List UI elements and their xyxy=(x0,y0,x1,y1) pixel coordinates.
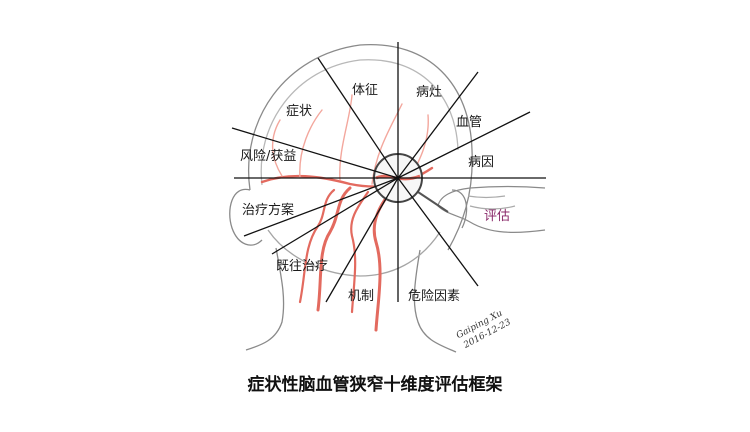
ray xyxy=(397,111,531,179)
signature: Gaiping Xu 2016-12-23 xyxy=(455,308,513,351)
neck-outline-right xyxy=(413,249,457,353)
ray xyxy=(317,57,399,179)
finger-lines xyxy=(467,195,516,210)
label-zhiliao-fangan: 治疗方案 xyxy=(242,202,294,218)
ray xyxy=(231,127,399,179)
ray xyxy=(271,177,399,255)
ray xyxy=(243,177,399,237)
diagram-title: 症状性脑血管狭窄十维度评估框架 xyxy=(248,374,503,395)
left-ear xyxy=(229,188,263,246)
cerebral-branches xyxy=(272,94,429,185)
label-pinggu: 评估 xyxy=(484,209,510,224)
right-carotid xyxy=(372,188,394,332)
neck-outline-left xyxy=(245,247,285,351)
dimension-labels: 体征 病灶 血管 病因 症状 风险/获益 治疗方案 既往治疗 机制 危险因素 xyxy=(240,83,494,304)
left-carotid xyxy=(316,186,352,312)
magnifier-handle xyxy=(417,191,449,213)
right-ear xyxy=(451,189,468,229)
label-jiwang-zhiliao: 既往治疗 xyxy=(276,259,328,274)
ray xyxy=(397,71,479,179)
ray xyxy=(325,177,399,303)
label-weixian-yinsu: 危险因素 xyxy=(408,289,460,304)
label-zhengzhuang: 症状 xyxy=(286,104,312,119)
vertebral-right xyxy=(350,190,370,314)
skull-outline xyxy=(248,44,473,251)
label-xueguan: 血管 xyxy=(456,115,482,130)
label-bingzao: 病灶 xyxy=(416,85,442,100)
skull-inner-outline xyxy=(260,59,459,186)
jaw xyxy=(267,229,441,277)
label-tizheng: 体征 xyxy=(352,83,378,98)
hand-illustration xyxy=(417,185,546,233)
vertebral-left xyxy=(298,188,336,304)
label-fengxian-huoyi: 风险/获益 xyxy=(240,149,296,164)
label-bingyin: 病因 xyxy=(468,155,494,170)
ray xyxy=(397,177,479,287)
label-jizhi: 机制 xyxy=(348,289,374,304)
head-illustration xyxy=(229,44,473,353)
rays xyxy=(231,42,546,303)
